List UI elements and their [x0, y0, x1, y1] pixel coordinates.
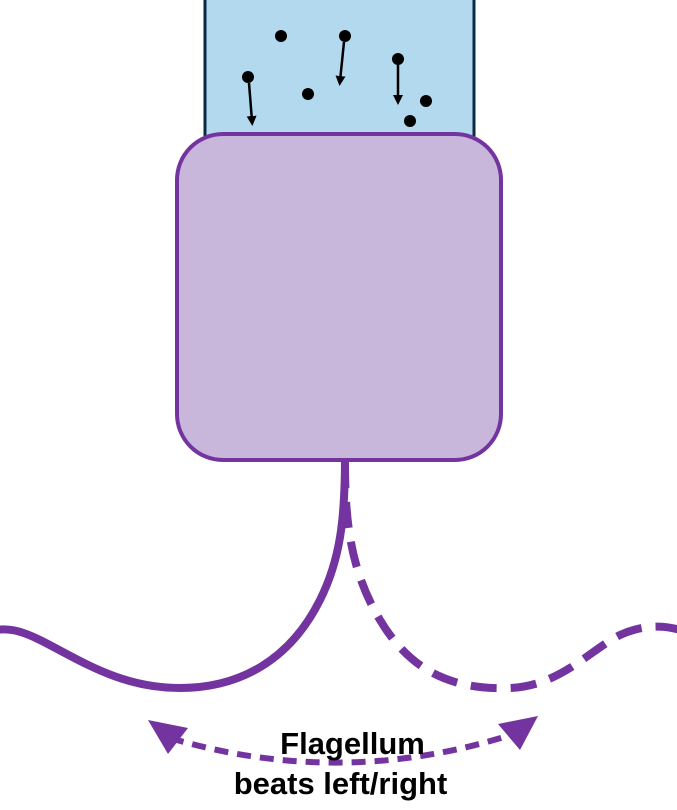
flagellum-solid: [0, 454, 349, 693]
flow-arrows: [246, 41, 403, 126]
beat-arrow-icon: [148, 716, 538, 766]
particle-dot: [339, 30, 351, 42]
particle-dot: [275, 30, 287, 42]
particle-dot: [242, 71, 254, 83]
caption-line-2: beats left/right: [233, 766, 448, 801]
particle-dot: [392, 53, 404, 65]
caption-line-1: Flagellum: [280, 726, 425, 761]
flow-arrow-icon: [335, 41, 346, 86]
particle-dot: [420, 95, 432, 107]
particle-dot: [404, 115, 416, 127]
particle-dot: [302, 88, 314, 100]
beat-arrow-head-left: [148, 720, 188, 754]
flagellum-dashed: [341, 461, 677, 693]
beat-arrow-head-right: [498, 716, 538, 750]
particles: [242, 30, 432, 127]
flow-arrow-icon: [246, 82, 257, 126]
cell-body: [175, 132, 503, 462]
